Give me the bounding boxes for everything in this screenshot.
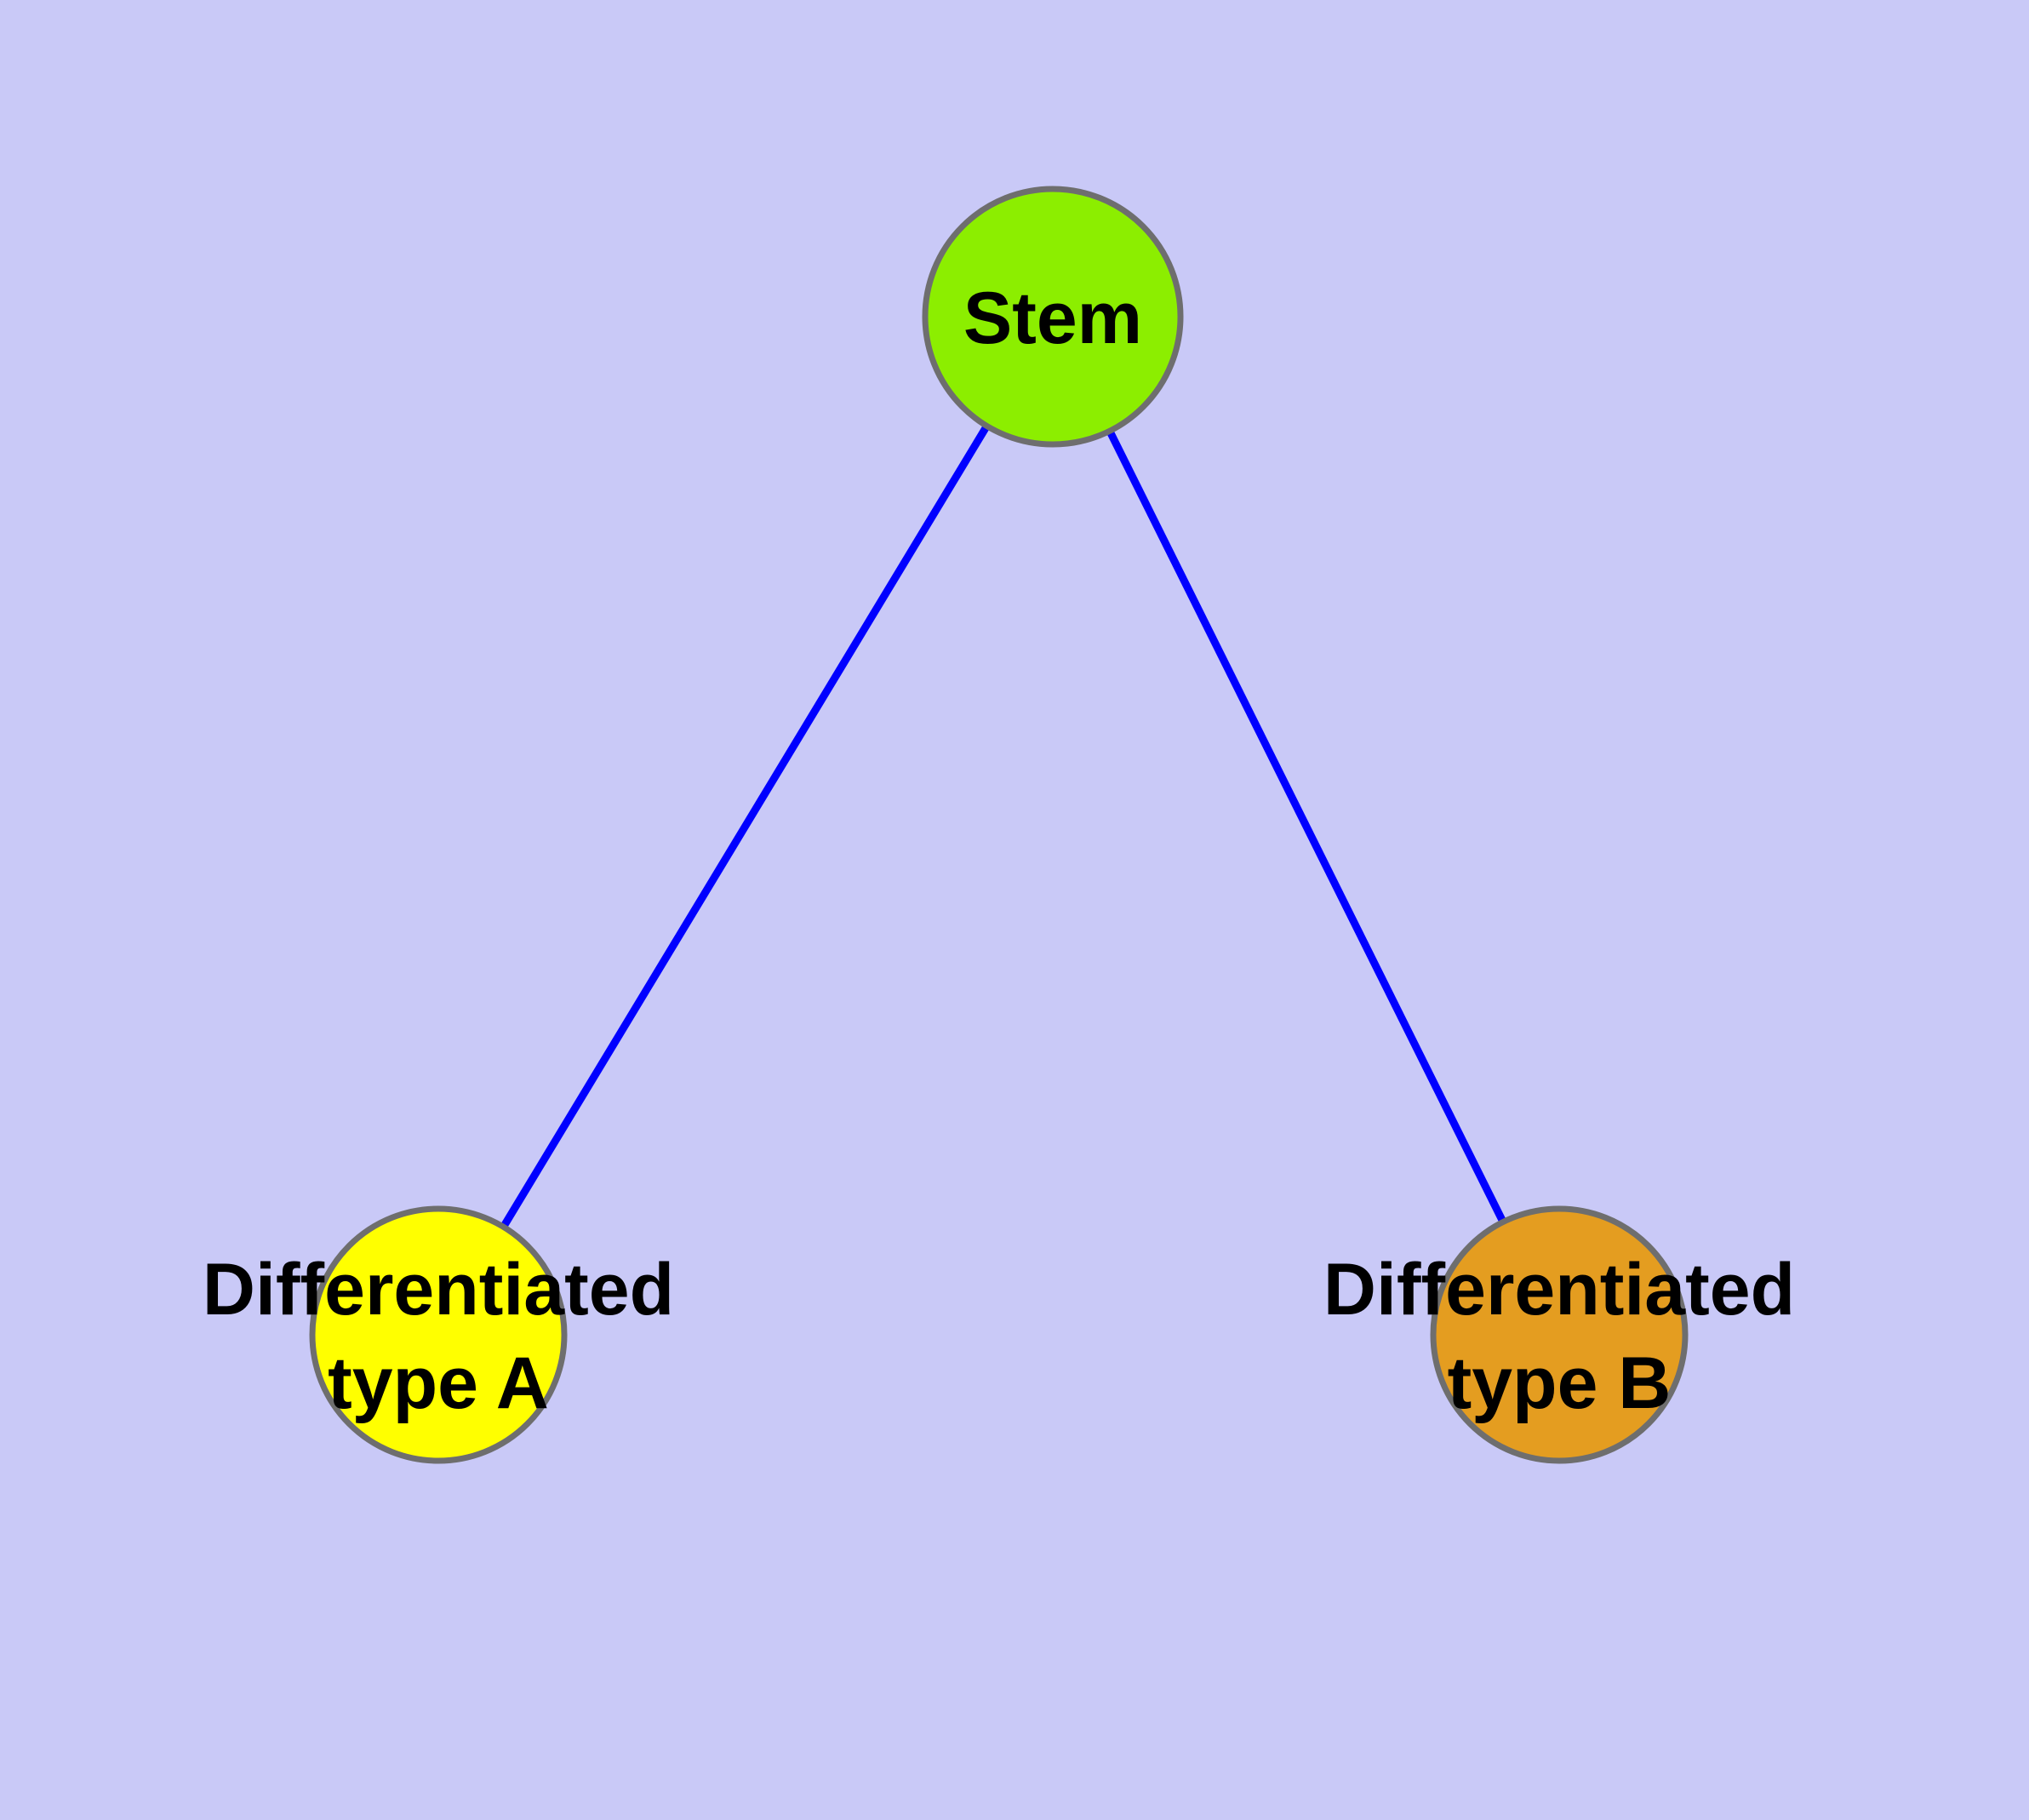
node-differentiated-type-a	[309, 1205, 568, 1464]
node-stem	[922, 186, 1184, 448]
node-label-stem: Stem	[963, 278, 1142, 359]
edge-stem-to-differentiated-type-b	[1049, 314, 1563, 1337]
node-label-line: type A	[328, 1342, 549, 1424]
edge-stem-to-differentiated-type-a	[435, 314, 1056, 1337]
node-label-line: type B	[1448, 1342, 1672, 1424]
node-label-line: Differentiated	[1323, 1249, 1795, 1331]
node-differentiated-type-b	[1430, 1205, 1689, 1464]
nodes-layer	[309, 186, 1689, 1464]
node-label-line: Stem	[963, 278, 1142, 359]
edges-layer	[435, 314, 1563, 1337]
node-label-differentiated-type-b: Differentiated type B	[1323, 1249, 1795, 1424]
node-label-differentiated-type-a: Differentiated type A	[203, 1249, 674, 1424]
node-label-line: Differentiated	[203, 1249, 674, 1331]
